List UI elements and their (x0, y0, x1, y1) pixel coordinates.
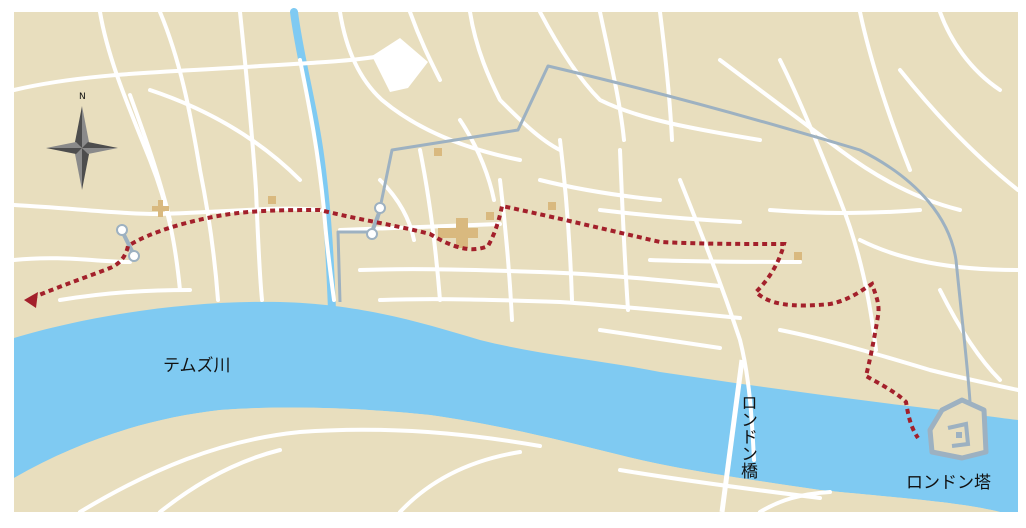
bridge-label: ロンドン橋 (737, 394, 757, 479)
tower-label: ロンドン塔 (906, 473, 991, 493)
route-arrow-icon (24, 292, 38, 308)
cross-marker-icon (152, 200, 169, 217)
plaza (372, 38, 428, 92)
gate-marker-icon (366, 202, 386, 240)
thames-river (14, 301, 1018, 512)
city-wall (336, 64, 972, 403)
cathedral-icon (438, 218, 478, 248)
compass-north-label: N (79, 92, 86, 102)
river-label: テムズ川 (163, 356, 231, 376)
landmark-square (486, 212, 494, 220)
walking-route (31, 203, 920, 440)
landmark-square (794, 252, 802, 260)
gate-markers (116, 202, 386, 262)
landmarks (152, 148, 802, 260)
compass-rose-icon (46, 106, 118, 190)
tower-fortress-icon (927, 397, 989, 461)
london-bridge (719, 359, 745, 513)
landmark-square (434, 148, 442, 156)
landmark-square (268, 196, 276, 204)
south-bank (14, 407, 1000, 512)
gate-marker-icon (116, 224, 140, 262)
landmark-square (548, 202, 556, 210)
